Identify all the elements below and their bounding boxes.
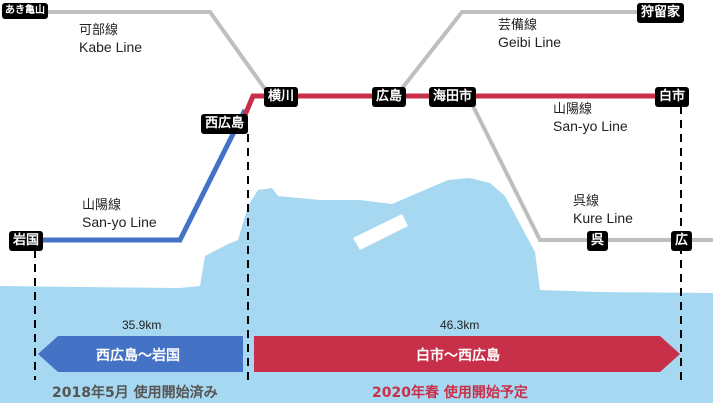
kure-line-label: 呉線 Kure Line	[573, 194, 633, 226]
kure-line-en: Kure Line	[573, 210, 633, 226]
station-hakushi: 白市	[655, 87, 690, 107]
gray-lines	[40, 10, 713, 242]
kabe-line-label: 可部線 Kabe Line	[79, 23, 142, 55]
kabe-line-en: Kabe Line	[79, 39, 143, 55]
west-section-arrow	[38, 336, 243, 372]
geibi-line-en: Geibi Line	[498, 34, 562, 50]
boundary-dashes	[34, 106, 682, 380]
sanyo-west-label: 山陽線 San-yo Line	[82, 198, 157, 230]
station-kure: 呉	[587, 231, 609, 251]
west-section-status: 2018年5月 使用開始済み	[52, 385, 218, 401]
station-hiroshima: 広島	[372, 87, 407, 107]
east-section-label: 白市～西広島	[416, 348, 500, 364]
island	[353, 214, 408, 250]
east-distance: 46.3km	[440, 318, 480, 332]
sanyo-west-en: San-yo Line	[82, 214, 157, 230]
kure-line-jp: 呉線	[573, 194, 600, 209]
station-kaitaichi: 海田市	[429, 87, 477, 107]
station-yokogawa: 横川	[264, 87, 299, 107]
kabe-line-jp: 可部線	[79, 23, 119, 38]
station-hiro: 広	[671, 231, 693, 251]
geibi-line-track	[394, 10, 680, 98]
kabe-line-track	[40, 10, 272, 98]
east-section-status: 2020年春 使用開始予定	[372, 385, 528, 401]
geibi-line-label: 芸備線 Geibi Line	[498, 18, 561, 50]
sanyo-west-jp: 山陽線	[82, 198, 122, 213]
sanyo-east-jp: 山陽線	[553, 102, 593, 117]
station-akikameyama: あき亀山	[2, 3, 48, 19]
station-iwakuni: 岩国	[9, 231, 44, 251]
sanyo-west-track	[35, 108, 248, 243]
sanyo-east-track	[242, 93, 680, 116]
station-nishihiroshima: 西広島	[201, 114, 249, 134]
kure-line-track	[466, 95, 713, 242]
west-section-label: 西広島～岩国	[96, 348, 180, 364]
sanyo-east-label: 山陽線 San-yo Line	[553, 102, 628, 134]
east-section-arrow	[254, 336, 680, 372]
geibi-line-jp: 芸備線	[498, 18, 538, 33]
station-karuga: 狩留家	[637, 3, 685, 23]
west-distance: 35.9km	[122, 318, 162, 332]
sanyo-east-en: San-yo Line	[553, 118, 628, 134]
